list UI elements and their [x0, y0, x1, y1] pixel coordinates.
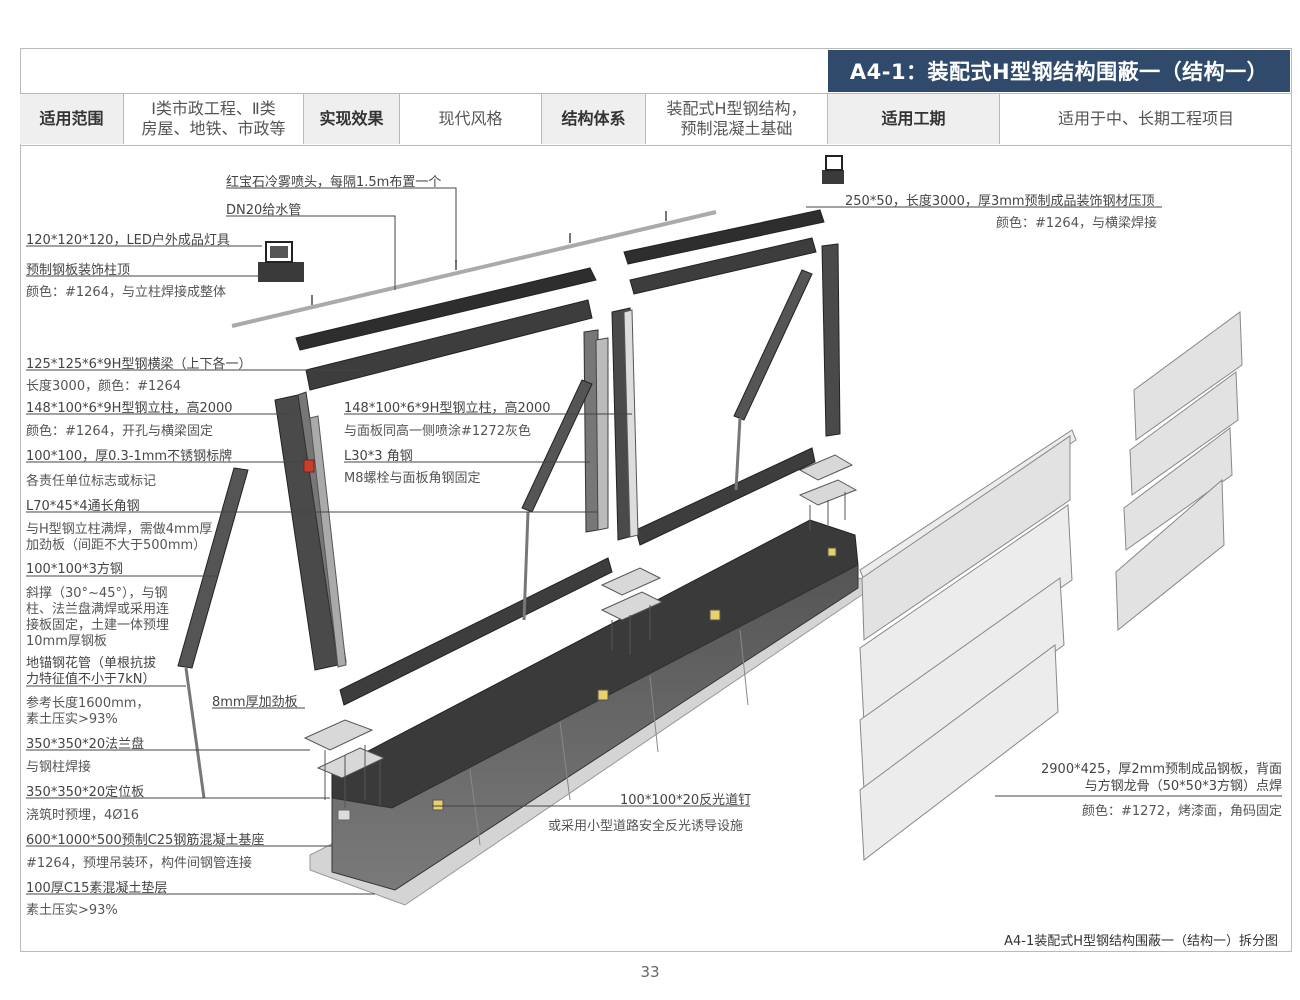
label-tube-note-4: 10mm厚钢板: [26, 634, 107, 649]
reflector-studs: [432, 547, 837, 811]
label-tube-note-3: 接板固定，土建一体预埋: [26, 618, 170, 633]
effect-label: 实现效果: [304, 94, 400, 144]
label-plate: 100*100，厚0.3-1mm不锈钢标牌: [26, 449, 233, 464]
label-anchor-2: 力特征值不小于7kN）: [26, 672, 156, 687]
label-angle-note-1: 与H型钢立柱满焊，需做4mm厚: [26, 522, 213, 537]
system-value: 装配式H型钢结构， 预制混凝土基础: [646, 94, 828, 144]
panels-back: [1115, 311, 1243, 632]
period-value: 适用于中、长期工程项目: [1057, 109, 1234, 128]
label-cap: 预制钢板装饰柱顶: [26, 263, 131, 278]
label-stiffener: 8mm厚加劲板: [212, 695, 298, 710]
scope-value-line1: Ⅰ类市政工程、Ⅱ类: [151, 99, 276, 118]
label-top-plate: 250*50，长度3000，厚3mm预制成品装饰钢材压顶: [845, 194, 1155, 209]
panels-front: [859, 429, 1077, 861]
system-label: 结构体系: [542, 94, 646, 144]
anchor-pipe-right: [734, 417, 742, 491]
label-locplate: 350*350*20定位板: [26, 785, 145, 800]
lamp-left: [258, 241, 304, 282]
figure-caption: A4-1装配式H型钢结构围蔽一（结构一）拆分图: [1004, 934, 1278, 949]
label-angle30-note: M8螺栓与面板角钢固定: [344, 471, 481, 486]
flange-right: [798, 454, 858, 530]
label-pipe: DN20给水管: [226, 203, 302, 218]
label-cushion: 100厚C15素混凝土垫层: [26, 881, 168, 896]
effect-value: 现代风格: [400, 94, 542, 144]
system-value-line2: 预制混凝土基础: [680, 119, 793, 138]
anchor-pipe-middle: [522, 511, 530, 621]
header-bottom-rule: [20, 145, 1292, 146]
label-base-note: #1264，预埋吊装环，构件间钢管连接: [26, 856, 252, 871]
upper-beam-right: [629, 237, 817, 295]
label-tube: 100*100*3方钢: [26, 562, 123, 577]
label-column-left: 148*100*6*9H型钢立柱，高2000: [26, 401, 233, 416]
label-top-plate-note: 颜色：#1264，与横梁焊接: [996, 216, 1157, 231]
label-angle-note-2: 加劲板（间距不大于500mm）: [26, 538, 207, 553]
label-anchor-1: 地锚钢花管（单根抗拔: [26, 656, 157, 671]
label-lamp: 120*120*120，LED户外成品灯具: [26, 233, 230, 248]
upper-beam-left: [305, 299, 593, 391]
label-beam: 125*125*6*9H型钢横梁（上下各一）: [26, 357, 252, 372]
concrete-base-front: [331, 564, 859, 891]
leader-lines: [26, 187, 1282, 895]
spray-nozzles: [311, 211, 667, 305]
upper-beam-left-top: [295, 267, 597, 351]
label-base: 600*1000*500预制C25钢筋混凝土基座: [26, 833, 265, 848]
stainless-plate: [303, 459, 315, 473]
upper-beam-right-top: [623, 209, 825, 265]
header-top-rule: [20, 93, 1292, 94]
column-left-back: [309, 415, 347, 668]
label-tube-note-2: 柱、法兰盘满焊或采用连: [26, 602, 170, 617]
label-anchor-3: 参考长度1600mm，: [26, 696, 150, 711]
label-panel-2: 与方钢龙骨（50*50*3方钢）点焊: [1084, 779, 1282, 794]
page-title: A4-1：装配式H型钢结构围蔽一（结构一）: [828, 50, 1290, 92]
label-reflector-note: 或采用小型道路安全反光诱导设施: [548, 819, 744, 834]
brace-left: [177, 467, 249, 669]
label-panel-note: 颜色：#1272，烤漆面，角码固定: [1082, 804, 1282, 819]
lamp-right: [822, 155, 844, 184]
page-frame: [20, 48, 1292, 952]
anchor-pipe-left: [184, 667, 206, 799]
base-segment-lines: [469, 629, 749, 846]
base-plate-left: [337, 809, 351, 821]
label-angle: L70*45*4通长角钢: [26, 499, 140, 514]
scope-label: 适用范围: [20, 94, 124, 144]
flange-middle: [600, 567, 664, 655]
scope-value-line2: 房屋、地铁、市政等: [141, 119, 286, 138]
label-flange-note: 与钢柱焊接: [26, 760, 92, 775]
label-locplate-note: 浇筑时预埋，4Ø16: [26, 808, 140, 823]
label-cushion-note: 素土压实>93%: [26, 903, 118, 918]
label-panel-1: 2900*425，厚2mm预制成品钢板，背面: [1041, 762, 1282, 777]
scope-value: Ⅰ类市政工程、Ⅱ类 房屋、地铁、市政等: [124, 94, 304, 144]
page-number: 33: [640, 963, 660, 981]
column-right: [821, 243, 841, 437]
period-label: 适用工期: [828, 94, 1000, 144]
flange-left: [303, 719, 386, 808]
label-column-right-note: 与面板同高一侧喷涂#1272灰色: [344, 424, 531, 439]
water-pipe: [231, 210, 717, 328]
column-middle-web: [623, 309, 639, 538]
label-beam-note: 长度3000，颜色：#1264: [26, 379, 182, 394]
label-plate-note: 各责任单位标志或标记: [26, 474, 157, 489]
label-cap-note: 颜色：#1264，与立柱焊接成整体: [26, 285, 226, 300]
label-angle30: L30*3 角钢: [344, 449, 413, 464]
label-column-right: 148*100*6*9H型钢立柱，高2000: [344, 401, 551, 416]
label-column-left-note: 颜色：#1264，开孔与横梁固定: [26, 424, 213, 439]
brace-right: [733, 269, 813, 421]
label-tube-note-1: 斜撑（30°~45°），与钢: [26, 586, 168, 601]
label-reflector: 100*100*20反光道钉: [620, 793, 752, 808]
system-value-line1: 装配式H型钢结构，: [666, 99, 807, 118]
lower-beam-right: [635, 447, 816, 546]
label-spray: 红宝石冷雾喷头，每隔1.5m布置一个: [226, 175, 442, 190]
label-anchor-4: 素土压实>93%: [26, 712, 118, 727]
label-flange: 350*350*20法兰盘: [26, 737, 145, 752]
angle-upright-2: [595, 337, 609, 531]
lower-beam-left: [339, 557, 613, 706]
